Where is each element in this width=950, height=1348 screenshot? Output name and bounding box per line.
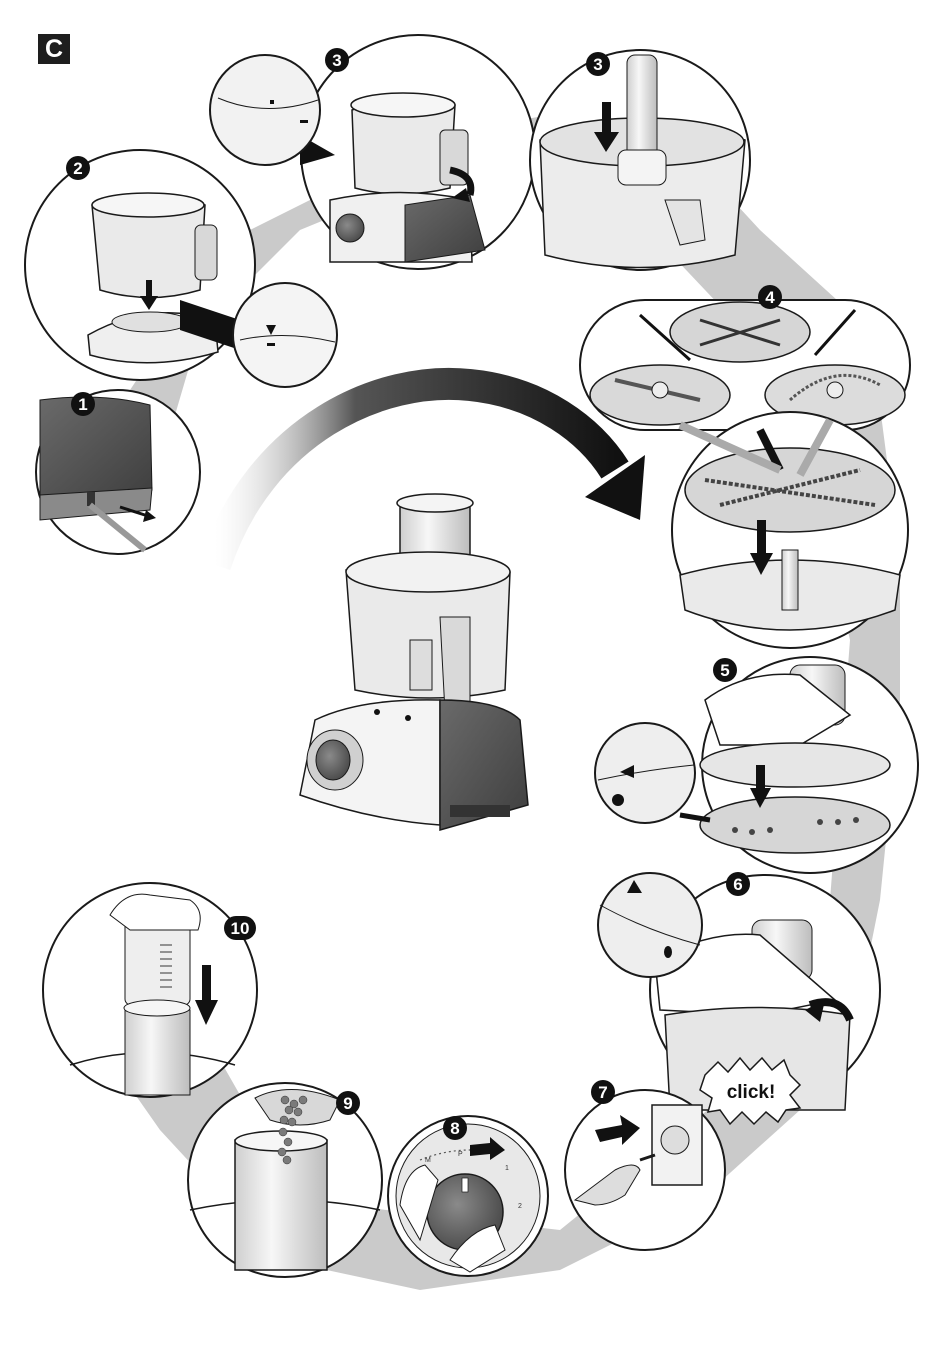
step-3b-number: 3 bbox=[593, 55, 602, 74]
step-5-detail-inset bbox=[595, 723, 710, 823]
click-callout-text: click! bbox=[727, 1082, 776, 1103]
step-3a-detail-inset bbox=[210, 55, 335, 165]
step-1-badge: 1 bbox=[71, 392, 95, 416]
step-1-illustration bbox=[36, 390, 200, 554]
dial-label-1: 1 bbox=[505, 1165, 509, 1172]
step-7-number: 7 bbox=[598, 1083, 607, 1102]
step-4-disc-selection bbox=[580, 300, 910, 430]
dial-label-2: 2 bbox=[518, 1203, 522, 1210]
step-2-number: 2 bbox=[73, 159, 82, 178]
step-10-number: 10 bbox=[231, 919, 250, 938]
step-5-number: 5 bbox=[720, 661, 729, 680]
step-2-badge: 2 bbox=[66, 156, 90, 180]
step-4-disc-placement bbox=[672, 412, 908, 648]
step-2-illustration bbox=[25, 150, 255, 380]
step-4-number: 4 bbox=[765, 288, 775, 307]
step-8-illustration bbox=[388, 1116, 548, 1276]
step-9-number: 9 bbox=[343, 1094, 352, 1113]
food-processor-main bbox=[300, 494, 528, 830]
step-8-number: 8 bbox=[450, 1119, 459, 1138]
step-4-badge: 4 bbox=[758, 285, 782, 309]
step-6-detail-inset bbox=[598, 873, 702, 977]
step-10-badge: 10 bbox=[224, 916, 256, 940]
step-7-badge: 7 bbox=[591, 1080, 615, 1104]
step-7-illustration bbox=[565, 1090, 725, 1250]
step-5-badge: 5 bbox=[713, 658, 737, 682]
step-3a-badge: 3 bbox=[325, 48, 349, 72]
dial-label-p: P bbox=[458, 1151, 463, 1158]
dial-label-m: M bbox=[425, 1157, 431, 1164]
step-6-number: 6 bbox=[733, 875, 742, 894]
step-3b-illustration bbox=[530, 50, 750, 270]
step-8-badge: 8 bbox=[443, 1116, 467, 1140]
step-6-badge: 6 bbox=[726, 872, 750, 896]
step-3b-badge: 3 bbox=[586, 52, 610, 76]
step-1-number: 1 bbox=[78, 395, 87, 414]
step-3a-number: 3 bbox=[332, 51, 341, 70]
step-9-badge: 9 bbox=[336, 1091, 360, 1115]
step-10-illustration bbox=[43, 883, 257, 1097]
step-5-illustration bbox=[700, 657, 918, 873]
